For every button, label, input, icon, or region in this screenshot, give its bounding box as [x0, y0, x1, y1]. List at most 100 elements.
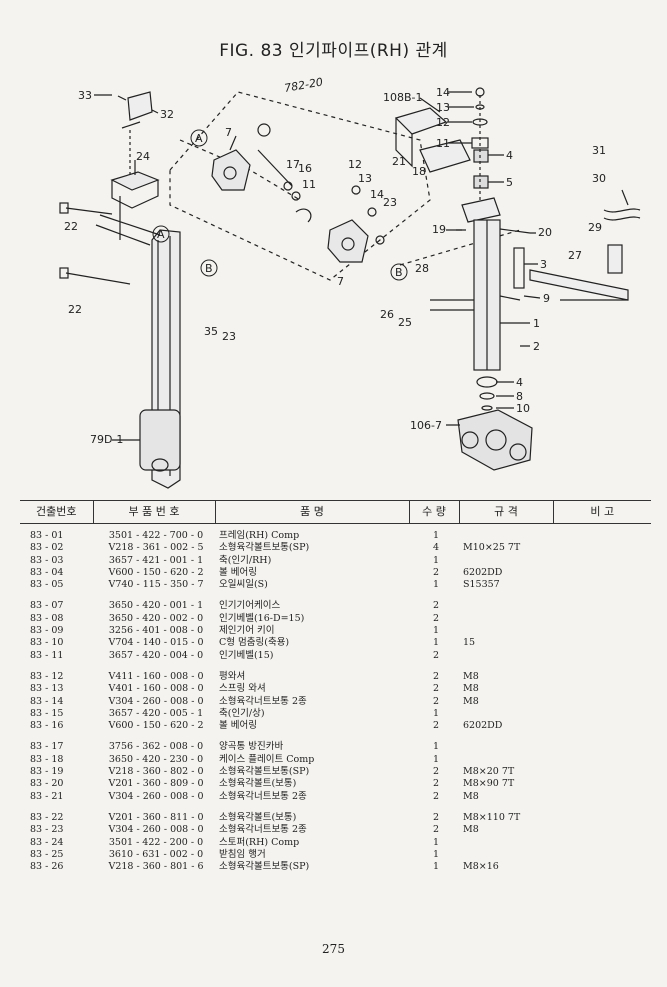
quantity-cell: 2: [432, 824, 440, 836]
callout-label: 23: [383, 196, 397, 209]
part-name-cell: 소형육각볼트(보통): [219, 778, 297, 790]
part-number-cell: 3657 - 420 - 005 - 1: [108, 707, 204, 719]
callout-label: 35: [204, 325, 218, 338]
quantity-cell: 2: [432, 566, 440, 578]
callout-label: 13: [436, 101, 450, 114]
item-number-cell: 83 - 21: [30, 790, 64, 802]
part-name-cell: 케이스 플레이트 Comp: [219, 753, 315, 765]
callout-label: 7: [225, 126, 232, 139]
spec-cell: M8: [463, 683, 479, 695]
callout-label: 12: [348, 158, 362, 171]
callout-label: 12: [436, 116, 450, 129]
callout-label: 7: [337, 275, 344, 288]
remarks-cell: [553, 696, 651, 708]
item-number-cell: 83 - 08: [30, 612, 64, 624]
part-name-cell: 평와셔: [219, 670, 246, 682]
quantity-cell: 2: [432, 695, 440, 707]
callout-letter: B: [395, 266, 403, 279]
part-number-cell: 3650 - 420 - 002 - 0: [108, 612, 204, 624]
item-number-cell: 83 - 22: [30, 811, 64, 823]
part-name-cell: 볼 베어링: [219, 720, 257, 732]
remarks-cell: [553, 524, 651, 543]
item-number-cell: 83 - 12: [30, 670, 64, 682]
callout-label: 13: [358, 172, 372, 185]
quantity-cell: 1: [432, 579, 440, 591]
remarks-cell: [553, 778, 651, 790]
quantity-cell: 1: [432, 741, 440, 753]
part-name-cell: 소형육각볼트보통(SP): [219, 861, 310, 873]
part-number-cell: 3501 - 422 - 700 - 0: [108, 530, 204, 541]
callout-label: 14: [436, 86, 450, 99]
callout-label: 16: [298, 162, 312, 175]
part-name-cell: 받침임 행거: [219, 848, 266, 860]
remarks-cell: [553, 625, 651, 637]
remarks-cell: [553, 671, 651, 683]
part-name-cell: 축(인기/RH): [219, 554, 272, 566]
part-number-cell: V304 - 260 - 008 - 0: [108, 790, 204, 802]
quantity-cell: 1: [432, 554, 440, 566]
spec-cell: M8×16: [463, 861, 499, 873]
spec-cell: [459, 837, 553, 849]
part-number-cell: V740 - 115 - 350 - 7: [108, 579, 204, 591]
remarks-cell: [553, 555, 651, 567]
spec-cell: 15: [463, 637, 476, 649]
item-number-cell: 83 - 19: [30, 766, 64, 778]
quantity-cell: 2: [432, 766, 440, 778]
quantity-cell: 1: [432, 861, 440, 873]
spec-cell: [459, 708, 553, 720]
remarks-cell: [553, 600, 651, 612]
remarks-cell: [553, 708, 651, 720]
item-number-cell: 83 - 17: [30, 741, 64, 753]
callout-label: 3: [540, 258, 547, 271]
item-number-cell: 83 - 20: [30, 778, 64, 790]
group-spacer: [20, 662, 651, 671]
part-name-cell: 인기기어케이스: [219, 600, 281, 612]
spec-cell: M8: [463, 824, 479, 836]
callout-label: 4: [516, 376, 523, 389]
spec-cell: 6202DD: [463, 720, 503, 732]
quantity-cell: 1: [432, 836, 440, 848]
item-number-cell: 83 - 09: [30, 625, 64, 637]
callout-label: 108B-1: [383, 91, 423, 104]
quantity-cell: 1: [432, 707, 440, 719]
part-name-cell: 프레임(RH) Comp: [219, 530, 300, 541]
item-number-cell: 83 - 05: [30, 579, 64, 591]
item-number-cell: 83 - 13: [30, 683, 64, 695]
item-number-cell: 83 - 14: [30, 695, 64, 707]
spec-cell: S15357: [463, 579, 500, 591]
callout-label: 33: [78, 89, 92, 102]
item-number-cell: 83 - 10: [30, 637, 64, 649]
part-name-cell: 제인기어 키이: [219, 625, 275, 637]
remarks-cell: [553, 824, 651, 836]
remarks-cell: [553, 849, 651, 861]
callout-label: 26: [380, 308, 394, 321]
callout-label: 24: [136, 150, 150, 163]
part-name-cell: 양곡통 방진카바: [219, 741, 284, 753]
part-name-cell: 볼 베어링: [219, 566, 257, 578]
header-spec: 규 격: [459, 500, 554, 524]
item-number-cell: 83 - 15: [30, 707, 64, 719]
remarks-cell: [553, 791, 651, 803]
callout-label: 14: [370, 188, 384, 201]
item-number-cell: 83 - 24: [30, 836, 64, 848]
spec-cell: [459, 650, 553, 662]
part-number-cell: V201 - 360 - 811 - 0: [108, 811, 204, 823]
callout-label: 18: [412, 165, 426, 178]
spec-cell: [459, 600, 553, 612]
quantity-cell: 1: [432, 848, 440, 860]
callout-label: 10: [516, 402, 530, 415]
quantity-cell: 2: [432, 778, 440, 790]
quantity-cell: 2: [432, 670, 440, 682]
quantity-cell: 2: [432, 683, 440, 695]
